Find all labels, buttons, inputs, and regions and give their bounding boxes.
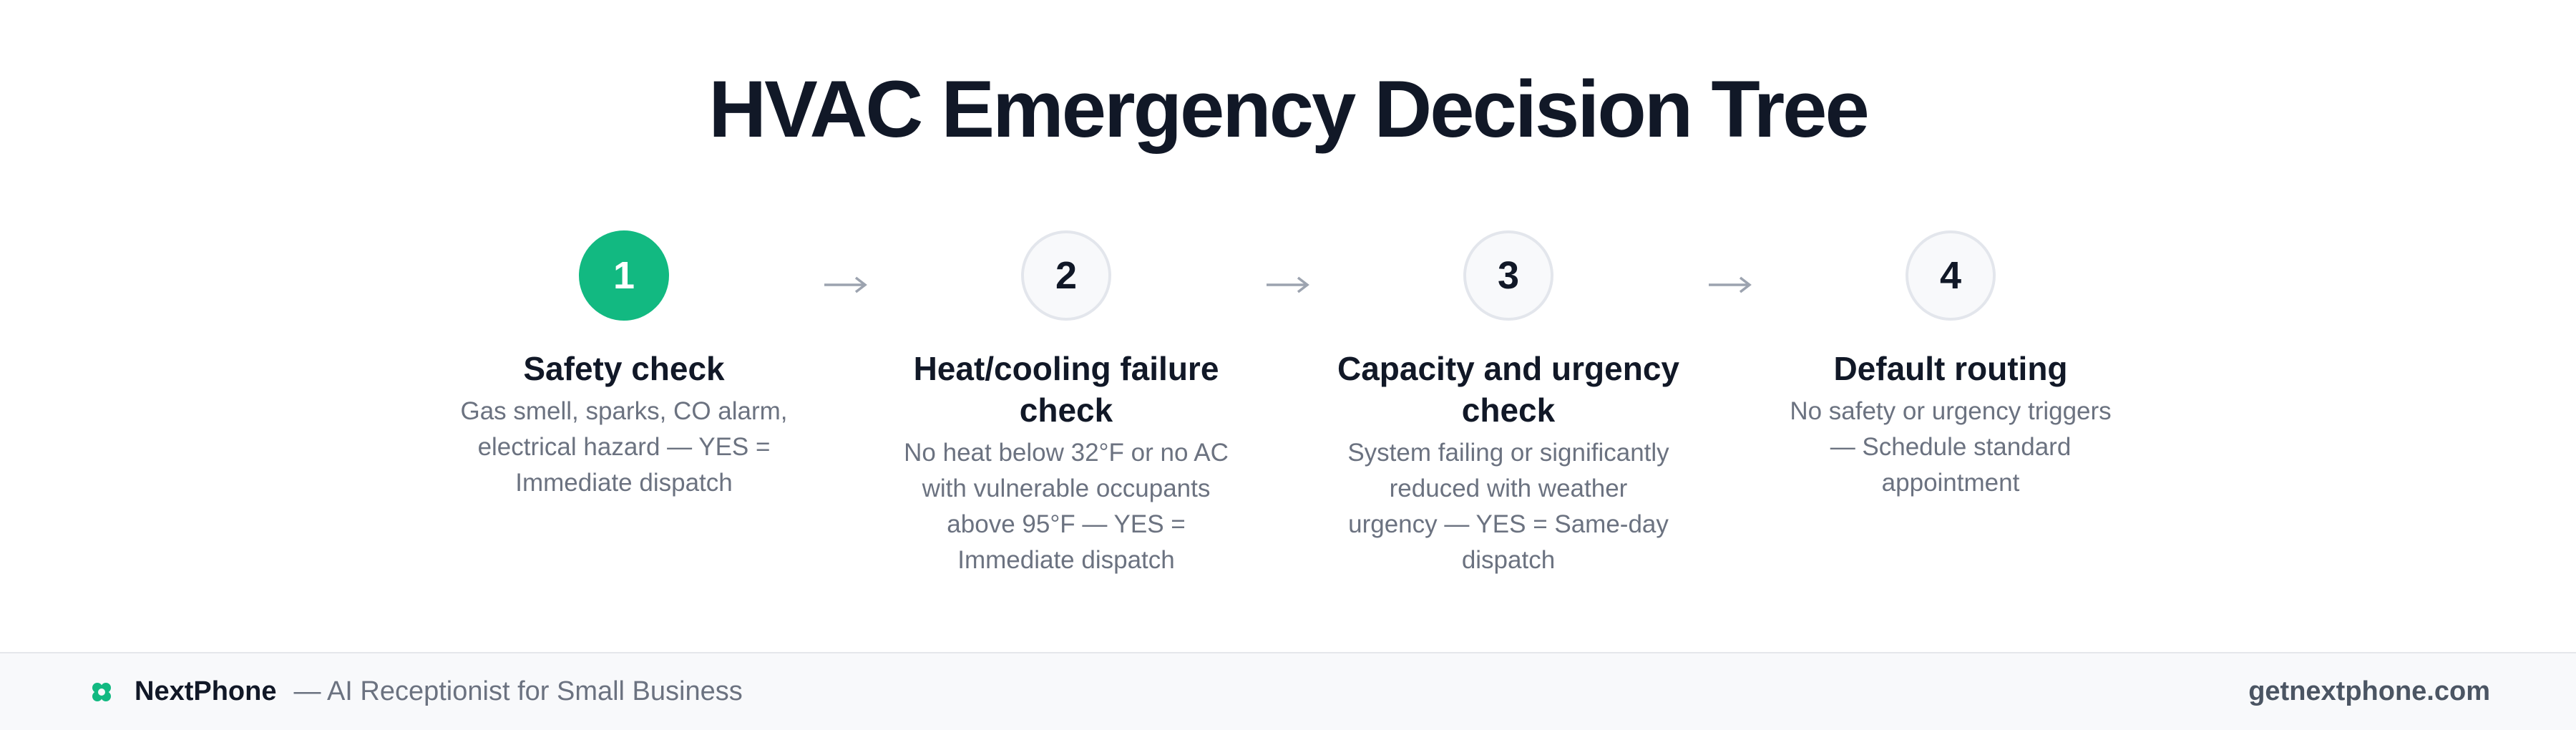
arrow-right-icon — [1702, 256, 1759, 313]
step-description: No safety or urgency triggers — Schedule… — [1790, 397, 2112, 497]
footer-brand: NextPhone — AI Receptionist for Small Bu… — [90, 653, 743, 730]
website-link[interactable]: getnextphone.com — [2248, 676, 2490, 706]
step-heading: Heat/cooling failure check — [913, 350, 1219, 429]
step-1: 1 Safety check Gas smell, sparks, CO ala… — [438, 230, 810, 501]
step-number-badge: 2 — [1021, 230, 1111, 321]
arrow-right-icon — [817, 256, 874, 313]
step-4: 4 Default routing No safety or urgency t… — [1765, 230, 2137, 501]
step-heading: Safety check — [523, 350, 725, 387]
step-description: No heat below 32°F or no AC with vulnera… — [904, 439, 1229, 574]
arrow-right-icon — [1259, 256, 1317, 313]
step-number-badge: 4 — [1906, 230, 1996, 321]
decision-tree-section: HVAC Emergency Decision Tree 1 Safety ch… — [438, 64, 2137, 578]
step-description: Gas smell, sparks, CO alarm, electrical … — [460, 397, 788, 497]
brand-tagline: — AI Receptionist for Small Business — [293, 676, 743, 706]
clover-icon — [92, 682, 111, 701]
step-3: 3 Capacity and urgency check System fail… — [1322, 230, 1694, 578]
page-title: HVAC Emergency Decision Tree — [708, 64, 1869, 154]
step-2: 2 Heat/cooling failure check No heat bel… — [880, 230, 1252, 578]
step-heading: Capacity and urgency check — [1337, 350, 1680, 429]
step-number-badge: 1 — [579, 230, 669, 321]
brand-name: NextPhone — [135, 676, 277, 706]
step-number-badge: 3 — [1463, 230, 1553, 321]
footer: NextPhone — AI Receptionist for Small Bu… — [0, 652, 2576, 730]
step-description: System failing or significantly reduced … — [1347, 439, 1669, 574]
step-heading: Default routing — [1833, 350, 2068, 387]
